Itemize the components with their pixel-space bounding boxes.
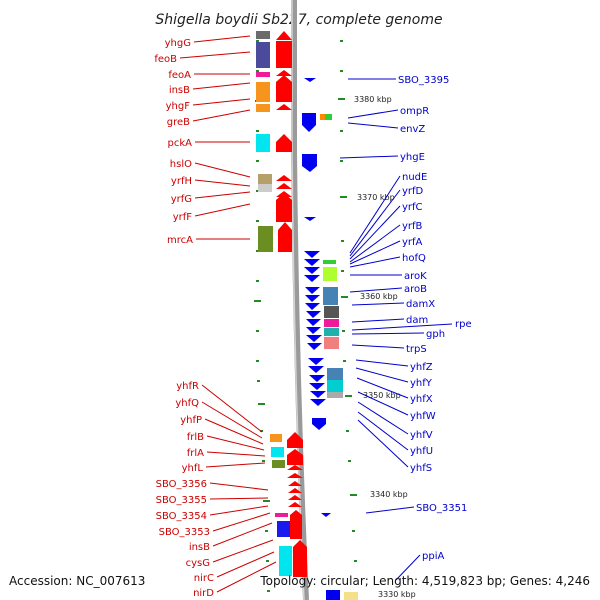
- gene-block-partial: [344, 592, 358, 600]
- gene-label[interactable]: greB: [167, 117, 190, 128]
- gene-label[interactable]: cysG: [186, 558, 210, 569]
- left-gene-blocks: [256, 31, 292, 576]
- gene-label[interactable]: SBO_3395: [398, 75, 449, 86]
- gene-label[interactable]: nirC: [194, 573, 214, 584]
- gene-label[interactable]: yhgF: [166, 101, 191, 112]
- gene-label[interactable]: yhfS: [410, 463, 432, 474]
- gene-label[interactable]: frlA: [187, 448, 204, 459]
- gene-label[interactable]: nudE: [402, 172, 427, 183]
- gene-label[interactable]: SBO_3354: [156, 511, 207, 522]
- gene-label[interactable]: SBO_3356: [156, 479, 207, 490]
- forward-strand-arrows: [276, 31, 307, 577]
- gene-label[interactable]: hslO: [170, 159, 192, 170]
- gene-label[interactable]: mrcA: [167, 235, 193, 246]
- gene-label[interactable]: rpe: [455, 319, 472, 330]
- left-connectors: [179, 35, 277, 593]
- gene-label[interactable]: yhfR: [176, 381, 199, 392]
- gene-label[interactable]: SBO_3351: [416, 503, 467, 514]
- gene-label[interactable]: insB: [169, 85, 190, 96]
- gene-label[interactable]: yhfU: [410, 446, 433, 457]
- scale-label: 3350 kbp: [363, 391, 401, 400]
- gene-label[interactable]: yhfL: [182, 463, 204, 474]
- gene-label[interactable]: yrfD: [402, 186, 424, 197]
- inner-left-ticks: [254, 40, 270, 592]
- gene-label[interactable]: aroB: [404, 284, 427, 295]
- reverse-strand-arrows: [302, 78, 331, 517]
- gene-label[interactable]: yhfW: [410, 411, 436, 422]
- gene-label[interactable]: feoA: [168, 70, 191, 81]
- accession-text: Accession: NC_007613: [9, 574, 146, 588]
- gene-label[interactable]: yhfX: [410, 394, 433, 405]
- gene-label[interactable]: envZ: [400, 124, 425, 135]
- gene-label[interactable]: SBO_3353: [159, 527, 210, 538]
- gene-label[interactable]: frlB: [187, 432, 204, 443]
- gene-label[interactable]: yrfG: [171, 194, 192, 205]
- right-connectors: [339, 78, 453, 581]
- outer-right-ticks: [338, 40, 357, 562]
- gene-label[interactable]: yhgG: [165, 38, 191, 49]
- gene-label[interactable]: ompR: [400, 106, 429, 117]
- gene-label[interactable]: dam: [406, 315, 428, 326]
- gene-label[interactable]: yhfP: [180, 415, 202, 426]
- gene-label[interactable]: gph: [426, 329, 445, 340]
- gene-label[interactable]: nirD: [193, 588, 214, 599]
- gene-label[interactable]: yrfA: [402, 237, 423, 248]
- scale-label: 3340 kbp: [370, 490, 408, 499]
- gene-label[interactable]: yrfF: [173, 212, 193, 223]
- gene-label[interactable]: ppiA: [422, 551, 444, 562]
- gene-label[interactable]: yrfC: [402, 202, 423, 213]
- gene-label[interactable]: trpS: [406, 344, 427, 355]
- scale-label: 3380 kbp: [354, 95, 392, 104]
- gene-block-partial: [326, 590, 340, 600]
- gene-label[interactable]: yhfY: [410, 378, 433, 389]
- gene-label[interactable]: yhfV: [410, 430, 433, 441]
- gene-label[interactable]: yrfH: [171, 176, 192, 187]
- gene-label[interactable]: feoB: [154, 54, 177, 65]
- scale-label: 3370 kbp: [357, 193, 395, 202]
- left-gene-labels: yhgG feoB feoA insB yhgF greB pckA hslO …: [154, 38, 214, 599]
- genome-summary-text: Topology: circular; Length: 4,519,823 bp…: [260, 574, 590, 588]
- gene-label[interactable]: damX: [406, 299, 435, 310]
- scale-label: 3360 kbp: [360, 292, 398, 301]
- gene-label[interactable]: SBO_3355: [156, 495, 207, 506]
- right-gene-labels: SBO_3395 ompR envZ yhgE nudE yrfD yrfC y…: [398, 75, 472, 562]
- gene-label[interactable]: yrfB: [402, 221, 423, 232]
- gene-label[interactable]: pckA: [168, 138, 193, 149]
- gene-label[interactable]: aroK: [404, 271, 427, 282]
- genome-title: Shigella boydii Sb227, complete genome: [155, 12, 442, 28]
- gene-label[interactable]: yhfZ: [410, 362, 433, 373]
- gene-label[interactable]: yhfQ: [175, 398, 199, 409]
- scale-label: 3330 kbp: [378, 590, 416, 599]
- gene-label[interactable]: insB: [189, 542, 210, 553]
- gene-label[interactable]: yhgE: [400, 152, 425, 163]
- right-gene-blocks: [320, 114, 343, 398]
- gene-label[interactable]: hofQ: [402, 253, 426, 264]
- genome-backbone: [291, 0, 309, 600]
